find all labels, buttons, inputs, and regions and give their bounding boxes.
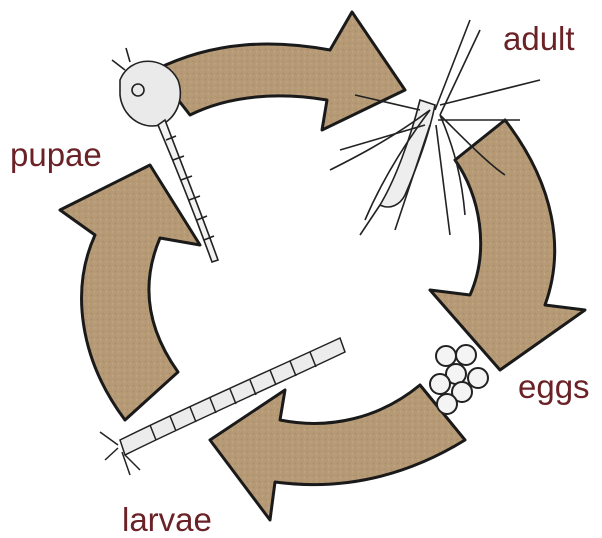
arrow-adult-to-eggs (430, 120, 585, 370)
label-eggs: eggs (518, 370, 590, 403)
arrow-pupae-to-adult (155, 12, 405, 130)
label-larvae: larvae (122, 503, 212, 536)
label-adult: adult (503, 22, 575, 55)
arrow-eggs-to-larvae (210, 385, 465, 520)
arrow-larvae-to-pupae (60, 165, 200, 420)
egg-cluster-icon (430, 345, 488, 414)
label-pupae: pupae (10, 138, 102, 171)
